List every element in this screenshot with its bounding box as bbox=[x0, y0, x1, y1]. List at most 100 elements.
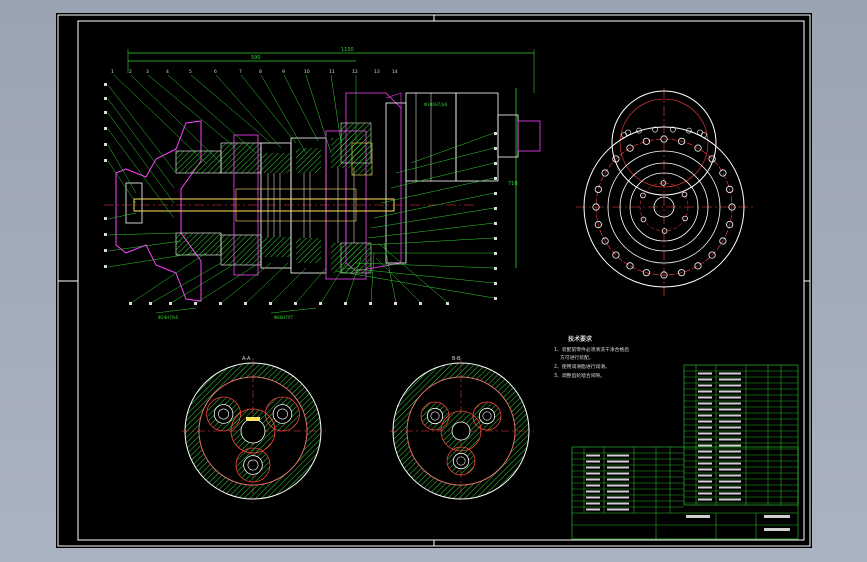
balloon-1: 1 bbox=[111, 69, 114, 75]
mount-hole bbox=[661, 228, 668, 234]
planet-pin bbox=[482, 411, 492, 421]
bom-text-mark bbox=[698, 372, 712, 375]
bom-text-mark bbox=[607, 478, 629, 481]
section-b-b: B-B bbox=[389, 356, 534, 503]
tech-req-line-3: 2、使用润滑脂进行润滑。 bbox=[554, 363, 610, 370]
bolt-hole bbox=[728, 203, 736, 211]
bom-text-mark bbox=[719, 426, 741, 429]
bolt-hole bbox=[612, 251, 620, 259]
bom-text-mark bbox=[698, 384, 712, 387]
top-hole bbox=[636, 127, 642, 134]
bolt-hole bbox=[708, 155, 716, 163]
bom-text-mark bbox=[719, 492, 741, 495]
planet-pin bbox=[456, 456, 466, 466]
balloon-3: 3 bbox=[146, 69, 149, 75]
bom-text-mark bbox=[698, 468, 712, 471]
bom-text-mark bbox=[719, 408, 741, 411]
bill-of-materials bbox=[571, 364, 799, 540]
bolt-hole bbox=[694, 144, 702, 152]
bom-upper-frame bbox=[683, 364, 799, 506]
bom-text-mark bbox=[607, 496, 629, 499]
bom-text-mark bbox=[719, 450, 741, 453]
bom-text-mark bbox=[719, 456, 741, 459]
balloon-9: 9 bbox=[282, 69, 285, 75]
bom-text-mark bbox=[719, 372, 741, 375]
bolt-hole bbox=[708, 251, 716, 259]
top-hole bbox=[621, 132, 627, 138]
bom-text-mark bbox=[586, 508, 600, 511]
bom-text-mark bbox=[698, 432, 712, 435]
top-hole bbox=[652, 126, 658, 133]
balloon-7: 7 bbox=[239, 69, 242, 75]
technical-requirements: 技术要求 1、装配前零件必须清洗干净合格后 方可进行装配。 2、使用润滑脂进行润… bbox=[554, 335, 629, 379]
bom-text-mark bbox=[719, 378, 741, 381]
bom-text-mark bbox=[719, 462, 741, 465]
bolt-hole bbox=[694, 262, 702, 270]
bom-text-mark bbox=[607, 472, 629, 475]
balloon-8: 8 bbox=[259, 69, 262, 75]
bom-text-mark bbox=[719, 402, 741, 405]
balloon-6: 6 bbox=[214, 69, 217, 75]
balloon-10: 10 bbox=[304, 69, 310, 75]
bom-text-mark bbox=[719, 444, 741, 447]
bom-text-mark bbox=[586, 460, 600, 463]
mount-hole bbox=[640, 192, 646, 199]
bolt-hole bbox=[677, 137, 686, 145]
bolt-hole bbox=[601, 237, 609, 245]
bom-text-mark bbox=[719, 384, 741, 387]
bom-text-mark bbox=[719, 486, 741, 489]
bom-text-mark bbox=[607, 466, 629, 469]
bolt-hole bbox=[592, 203, 600, 211]
top-hole bbox=[697, 129, 703, 136]
balloon-14: 14 bbox=[392, 69, 398, 75]
bolt-hole bbox=[660, 271, 668, 279]
planet-pin bbox=[218, 408, 229, 420]
bom-text-mark bbox=[586, 472, 600, 475]
fit-label-2: Φ80H7/f7 bbox=[274, 315, 294, 320]
bolt-hole bbox=[677, 269, 686, 277]
bom-text-mark bbox=[698, 456, 712, 459]
bom-text-mark bbox=[607, 508, 629, 511]
tech-req-line-4: 3、调整齿轮啮合间隙。 bbox=[554, 372, 605, 379]
tech-req-title: 技术要求 bbox=[568, 335, 593, 343]
fit-label-3: Φ100H7/js6 bbox=[424, 102, 448, 107]
bom-text-mark bbox=[698, 462, 712, 465]
bom-text-mark bbox=[698, 378, 712, 381]
bom-text-mark bbox=[586, 478, 600, 481]
bom-text-mark bbox=[719, 438, 741, 441]
mount-hole bbox=[660, 180, 667, 186]
mount-hole bbox=[640, 216, 647, 223]
top-hole bbox=[686, 127, 692, 134]
bom-text-mark bbox=[719, 390, 741, 393]
bom-text-mark bbox=[698, 492, 712, 495]
balloon-5: 5 bbox=[189, 69, 192, 75]
balloon-2: 2 bbox=[129, 69, 132, 75]
bolt-hole bbox=[726, 185, 734, 194]
dim-partial: 590 bbox=[251, 55, 261, 61]
bom-text-mark bbox=[719, 432, 741, 435]
bom-text-mark bbox=[719, 396, 741, 399]
assembly-drawing: 1150 590 710 bbox=[57, 14, 811, 547]
bom-text-mark bbox=[586, 502, 600, 505]
bolt-hole bbox=[719, 169, 727, 177]
mount-hole bbox=[682, 215, 688, 222]
bolt-hole bbox=[626, 262, 634, 270]
bolt-hole bbox=[594, 185, 602, 194]
bom-text-mark bbox=[586, 496, 600, 499]
bom-text-mark bbox=[586, 466, 600, 469]
planet-pin bbox=[247, 459, 259, 471]
bolt-hole bbox=[612, 155, 620, 163]
section-a-a: A-A bbox=[181, 356, 326, 503]
bom-text-mark bbox=[607, 460, 629, 463]
section-b-label: B-B bbox=[452, 356, 461, 362]
bom-text-mark bbox=[719, 480, 741, 483]
bolt-hole bbox=[594, 220, 602, 229]
bom-text-mark bbox=[607, 502, 629, 505]
bolt-hole bbox=[642, 269, 651, 277]
section-a-label: A-A bbox=[242, 356, 251, 362]
fit-label-1: Φ24H7/k6 bbox=[158, 315, 178, 320]
bom-text-mark bbox=[698, 480, 712, 483]
bom-text-mark bbox=[586, 484, 600, 487]
bom-text-mark bbox=[698, 444, 712, 447]
bom-text-mark bbox=[607, 454, 629, 457]
